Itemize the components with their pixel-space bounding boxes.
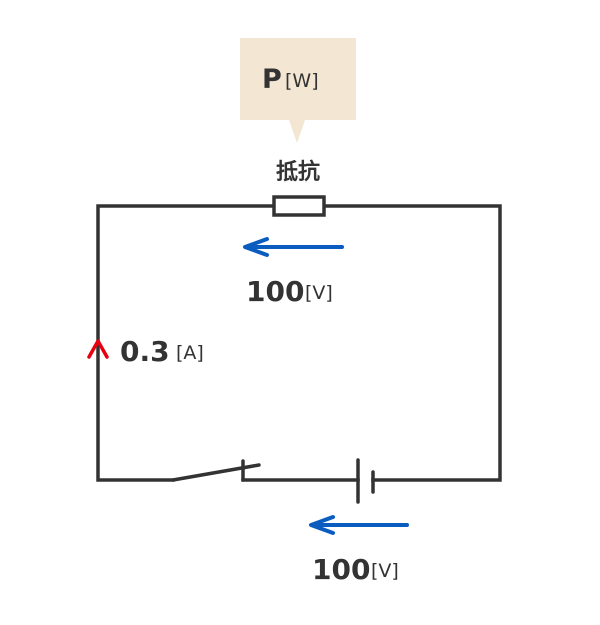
battery: [356, 458, 375, 504]
current-arrow-icon: [87, 339, 109, 359]
battery-voltage-arrow-icon: [309, 515, 409, 535]
battery-voltage-unit: [V]: [371, 560, 399, 582]
switch-lever: [171, 463, 261, 482]
current-label: 0.3 [A]: [120, 335, 204, 368]
callout-box: [240, 38, 356, 120]
power-callout: P [W]: [240, 38, 356, 143]
resistor-label: 抵抗: [276, 159, 320, 185]
battery-voltage-value: 100: [312, 553, 370, 586]
power-unit: [W]: [285, 70, 319, 92]
callout-pointer: [289, 120, 305, 143]
resistor-voltage-label: 100 [V]: [246, 275, 333, 308]
resistor-voltage-value: 100: [246, 275, 304, 308]
resistor-voltage-unit: [V]: [305, 282, 333, 304]
current-value: 0.3: [120, 335, 170, 368]
resistor-voltage-arrow-icon: [243, 237, 344, 257]
power-symbol: P: [262, 64, 282, 95]
battery-voltage-label: 100 [V]: [312, 553, 399, 586]
current-unit: [A]: [176, 342, 204, 364]
switch[interactable]: [171, 459, 261, 482]
wire-top-right: [322, 204, 502, 482]
resistor: [272, 195, 326, 217]
